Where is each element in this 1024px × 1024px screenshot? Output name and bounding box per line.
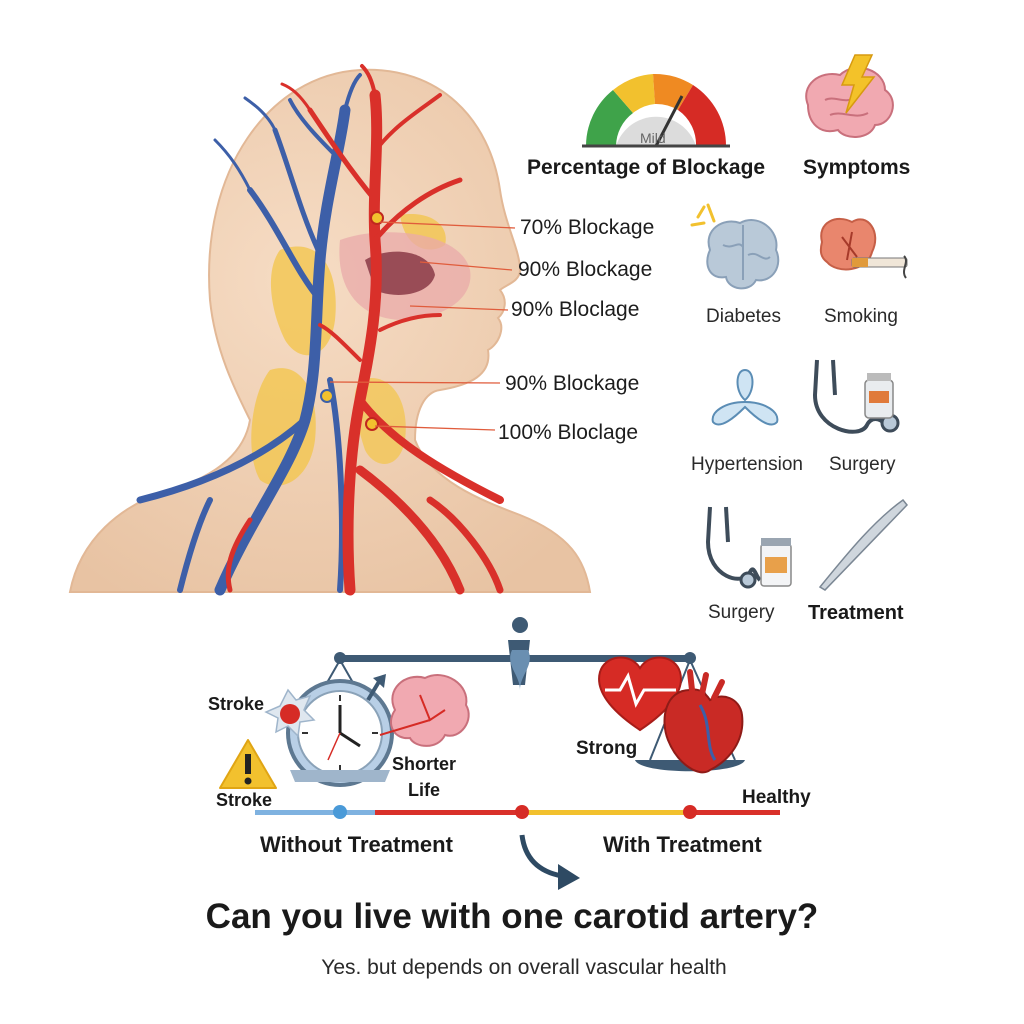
- stroke-label-top: Stroke: [208, 694, 265, 714]
- with-treatment-label: With Treatment: [603, 832, 762, 857]
- brain-icon: [690, 203, 780, 290]
- plaque-marker-2: [320, 389, 334, 403]
- strong-label: Strong: [576, 738, 638, 759]
- blockage-label-2: 90% Blockage: [518, 258, 653, 281]
- question-heading: Can you live with one carotid artery?: [205, 897, 819, 936]
- curved-arrow-icon: [519, 834, 563, 879]
- brain-stroke-icon: [390, 674, 470, 747]
- plaque-marker-1: [370, 211, 384, 225]
- gland-neck: [251, 368, 316, 486]
- heart-pulse-icon: [598, 656, 682, 732]
- blockage-label-5: 100% Bloclage: [498, 421, 639, 444]
- blockage-label-1: 70% Blockage: [520, 216, 655, 239]
- risk-label-surgery-2: Surgery: [708, 602, 775, 623]
- risk-label-surgery-1: Surgery: [829, 454, 896, 475]
- blockage-gauge-icon: [582, 73, 730, 148]
- shorter-life-label: Shorter Life: [392, 754, 457, 800]
- risk-label-diabetes: Diabetes: [706, 306, 781, 327]
- plaque-marker-3: [365, 417, 379, 431]
- stethoscope-bottle-icon: [812, 359, 900, 434]
- hypertension-icon: [711, 368, 779, 426]
- brain-lightning-icon: [805, 54, 894, 138]
- symptoms-title: Symptoms: [803, 156, 911, 179]
- answer-text: Yes. but depends on overall vascular hea…: [321, 956, 727, 979]
- risk-label-smoking: Smoking: [824, 306, 898, 327]
- blockage-label-4: 90% Blockage: [505, 372, 640, 395]
- scalpel-icon: [818, 498, 908, 591]
- risk-label-treatment: Treatment: [808, 602, 904, 624]
- anatomical-heart-icon: [663, 688, 744, 774]
- risk-label-hypertension: Hypertension: [691, 454, 803, 475]
- without-treatment-label: Without Treatment: [260, 832, 453, 857]
- blockage-label-3: 90% Bloclage: [511, 298, 640, 321]
- healthy-label: Healthy: [742, 787, 811, 808]
- stroke-label-bottom: Stroke: [216, 790, 273, 810]
- gauge-label: Mild: [640, 130, 666, 146]
- smoking-icon: [819, 217, 908, 279]
- gauge-title: Percentage of Blockage: [527, 156, 766, 179]
- stethoscope-pills-icon: [705, 506, 792, 589]
